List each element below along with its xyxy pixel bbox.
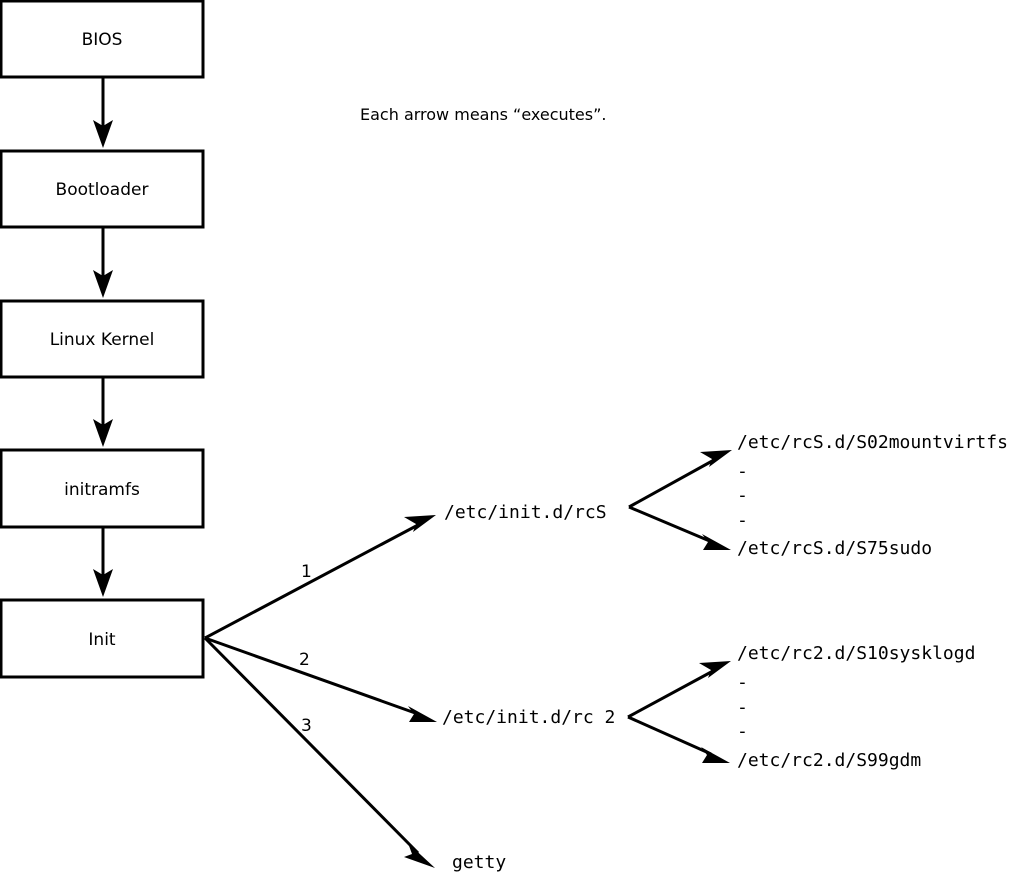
- arrow-init-branch-3: [203, 636, 435, 868]
- node-bootloader[interactable]: Bootloader: [0, 149, 205, 229]
- label-rc2-first-script[interactable]: /etc/rc2.d/S10sysklogd: [737, 643, 975, 664]
- rc2-ellipsis-dot-1: -: [737, 672, 748, 693]
- arrow-kernel-to-initramfs: [93, 377, 113, 447]
- node-linux-kernel[interactable]: Linux Kernel: [0, 299, 205, 379]
- arrow-initramfs-to-init: [93, 527, 113, 597]
- node-init-label: Init: [88, 630, 116, 650]
- node-init[interactable]: Init: [0, 598, 205, 679]
- node-bios[interactable]: BIOS: [0, 0, 205, 79]
- arrow-rcs-to-first-script: [628, 450, 732, 509]
- rc2-ellipsis-dot-3: -: [737, 721, 748, 742]
- arrow-rc2-to-first-script: [627, 661, 731, 719]
- node-bootloader-rect[interactable]: [0, 149, 205, 229]
- arrow-init-branch-2: [204, 636, 437, 722]
- arrow-rc2-to-last-script: [627, 715, 730, 763]
- branch-number-3: 3: [301, 716, 312, 736]
- branch-number-1: 1: [301, 562, 312, 582]
- label-rc2-last-script[interactable]: /etc/rc2.d/S99gdm: [737, 750, 921, 771]
- node-linux-kernel-label: Linux Kernel: [50, 330, 155, 350]
- arrow-init-branch-1: [204, 515, 436, 640]
- label-init-rc2[interactable]: /etc/init.d/rc 2: [442, 707, 615, 728]
- diagram-caption: Each arrow means “executes”.: [360, 105, 606, 124]
- node-bootloader-label: Bootloader: [56, 180, 149, 200]
- node-bios-label: BIOS: [82, 30, 123, 50]
- label-init-rcs[interactable]: /etc/init.d/rcS: [444, 502, 607, 523]
- node-initramfs-label: initramfs: [64, 480, 140, 500]
- node-initramfs[interactable]: initramfs: [0, 448, 205, 529]
- arrow-rcs-to-last-script: [628, 505, 731, 550]
- rcs-ellipsis-dot-3: -: [737, 510, 748, 531]
- arrow-bootloader-to-kernel: [93, 227, 113, 298]
- rc2-ellipsis-dot-2: -: [737, 697, 748, 718]
- branch-number-2: 2: [299, 650, 310, 670]
- rcs-ellipsis-dot-1: -: [737, 461, 748, 482]
- label-rcs-last-script[interactable]: /etc/rcS.d/S75sudo: [737, 538, 932, 559]
- node-init-rect[interactable]: [0, 598, 205, 679]
- node-initramfs-rect[interactable]: [0, 448, 205, 529]
- node-bios-rect[interactable]: [0, 0, 205, 79]
- rcs-ellipsis-dot-2: -: [737, 485, 748, 506]
- label-getty[interactable]: getty: [452, 852, 506, 873]
- label-rcs-first-script[interactable]: /etc/rcS.d/S02mountvirtfs: [737, 432, 1008, 453]
- arrow-bios-to-bootloader: [93, 77, 113, 148]
